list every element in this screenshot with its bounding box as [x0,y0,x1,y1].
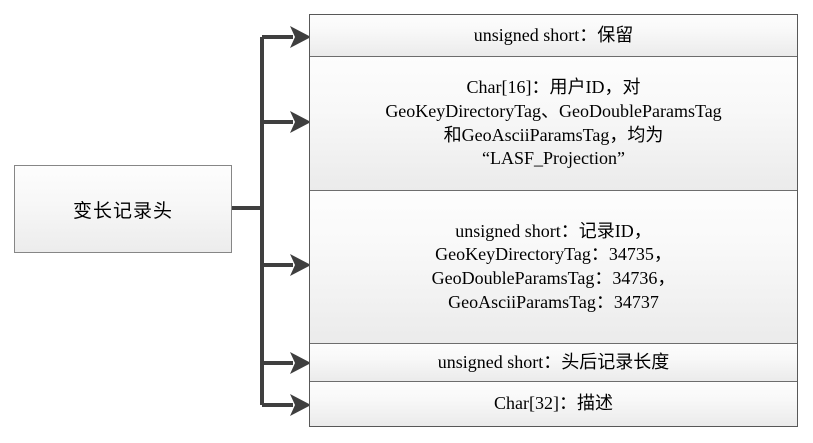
arrowhead-icon-2 [290,111,311,133]
field-row-text: Char[16]：用户ID，对 GeoKeyDirectoryTag、GeoDo… [385,77,722,169]
fields-stack: unsigned short：保留 Char[16]：用户ID，对 GeoKey… [309,14,798,427]
field-row: unsigned short：记录ID， GeoKeyDirectoryTag：… [310,191,797,344]
field-row: unsigned short：头后记录长度 [310,344,797,382]
field-row-text: unsigned short：记录ID， GeoKeyDirectoryTag：… [431,220,676,312]
source-node-label: 变长记录头 [72,200,173,222]
field-row: Char[32]：描述 [310,382,797,426]
arrowhead-icon-5 [290,394,311,416]
field-row-text: unsigned short：保留 [473,24,634,45]
arrowhead-icon-3 [290,254,311,276]
source-node-variable-length-record-header: 变长记录头 [14,165,232,253]
arrowhead-icon-4 [290,352,311,374]
field-row-text: unsigned short：头后记录长度 [437,351,670,372]
field-row-text: Char[32]：描述 [494,393,613,414]
field-row: Char[16]：用户ID，对 GeoKeyDirectoryTag、GeoDo… [310,57,797,191]
arrowhead-icon-1 [290,26,311,48]
field-row: unsigned short：保留 [310,15,797,57]
